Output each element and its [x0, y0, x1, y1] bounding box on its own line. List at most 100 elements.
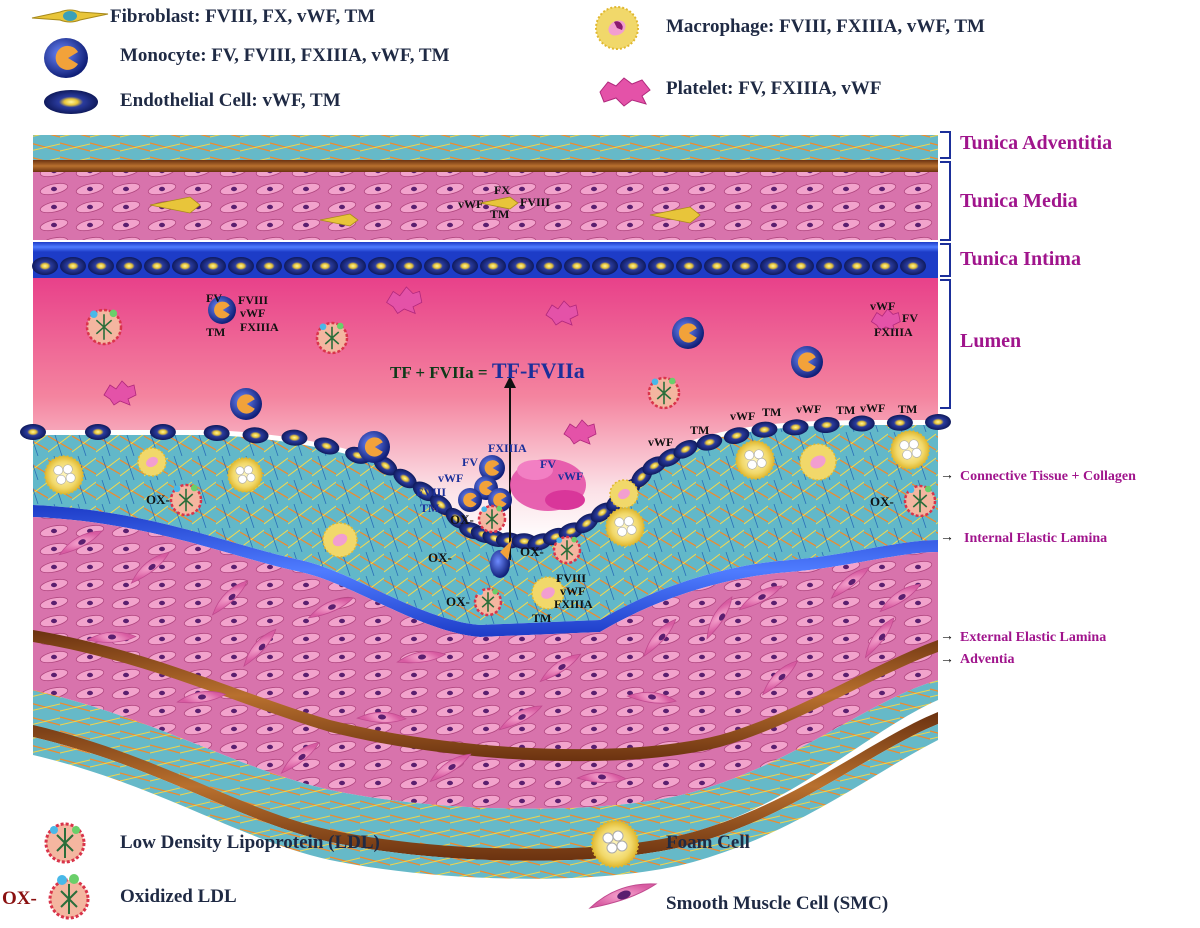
- endothelial-cell: [848, 415, 875, 432]
- endothelial-cell: [281, 429, 308, 446]
- endothelial-cell: [116, 257, 142, 275]
- label-external-elastic-lamina: External Elastic Lamina: [960, 630, 1107, 645]
- macrophage: [137, 447, 167, 477]
- ldl-particle: [169, 483, 203, 517]
- macrophage-icon: [595, 6, 639, 50]
- endo-tm-3: TM: [898, 402, 918, 416]
- endothelial-cell: [813, 416, 840, 434]
- endothelial-cell: [480, 257, 506, 275]
- endo-vwf-1: vWF: [730, 409, 756, 423]
- monocyte: [208, 296, 236, 324]
- ldl-particle: [647, 376, 681, 410]
- macrophage: [799, 443, 837, 481]
- endothelial-cell: [925, 413, 951, 431]
- endo-tm-2: TM: [836, 403, 856, 417]
- smooth-muscle-cell: [280, 741, 320, 774]
- endothelial-cell: [412, 481, 437, 502]
- smooth-muscle-cell: [498, 705, 543, 731]
- label-adventia: Adventia: [960, 652, 1015, 667]
- lumen-monocyte-vwf: vWF: [240, 306, 266, 320]
- plaque-fv-1: FV: [462, 455, 478, 469]
- smooth-muscle-cell: [356, 711, 407, 723]
- endothelial-cell: [429, 494, 453, 516]
- lumen-monocyte-tm: TM: [206, 325, 226, 339]
- legend-platelet: Platelet: FV, FXIIIA, vWF: [666, 78, 881, 100]
- platelet-vwf: vWF: [870, 299, 896, 313]
- plaque-fviii: FVIII: [416, 485, 447, 499]
- endothelial-cell: [314, 437, 340, 455]
- macrophage-fxiiia: FXIIIA: [554, 597, 593, 611]
- platelet: [103, 380, 137, 406]
- macrophage-tm: TM: [532, 611, 552, 625]
- endothelial-cell: [704, 257, 730, 275]
- ldl-icon: [44, 822, 86, 864]
- endo-tm-1: TM: [762, 405, 782, 419]
- legend-monocyte-text: Monocyte: FV, FVIII, FXIIIA, vWF, TM: [120, 45, 450, 66]
- smooth-muscle-cell: [539, 653, 582, 683]
- foam-cell: [735, 440, 775, 480]
- endothelial-cell: [760, 257, 786, 275]
- monocyte: [458, 488, 482, 512]
- smooth-muscle-cell: [307, 597, 354, 619]
- endothelial-cell: [203, 424, 230, 442]
- smooth-muscle-cell: [176, 691, 227, 704]
- endothelial-cell: [242, 427, 269, 444]
- smc-media-layer: [33, 517, 938, 809]
- endothelial-cell: [564, 257, 590, 275]
- endothelial-cell: [620, 257, 646, 275]
- macrophage-vwf: vWF: [560, 584, 586, 598]
- endothelial-cell: [396, 257, 422, 275]
- smooth-muscle-cell: [211, 580, 249, 616]
- endothelial-cell: [256, 257, 282, 275]
- smooth-muscle-cell: [706, 596, 733, 640]
- endothelial-cell: [144, 257, 170, 275]
- media-label-fx: FX: [494, 183, 510, 197]
- endothelial-cell: [673, 440, 698, 459]
- internal-elastic-lamina: [33, 505, 938, 637]
- smooth-muscle-cell: [643, 618, 677, 658]
- smooth-muscle-cell: [626, 691, 677, 704]
- legend-oxidized-ldl: Oxidized LDL: [120, 886, 237, 908]
- plaque-fxiiia: FXIIIA: [488, 441, 527, 455]
- legend-foam-cell: Foam Cell: [666, 832, 750, 854]
- label-lumen: Lumen: [960, 330, 1022, 352]
- smooth-muscle-cell: [830, 566, 870, 599]
- equation-right: TF-FVIIa: [491, 358, 585, 383]
- arrow-iel: →: [940, 530, 954, 545]
- plaque-vwf-2: vWF: [558, 469, 584, 483]
- macrophage: [531, 576, 565, 610]
- endothelial-cell: [816, 257, 842, 275]
- legend-foam-cell-text: Foam Cell: [666, 832, 750, 853]
- ox-label-3: OX-: [428, 550, 452, 565]
- layer-brackets: [940, 131, 951, 409]
- endothelial-cell: [200, 257, 226, 275]
- legend-smc-text: Smooth Muscle Cell (SMC): [666, 893, 889, 914]
- endo-vwf-2: vWF: [796, 402, 822, 416]
- lumen-cells: [44, 286, 937, 783]
- ldl-particle: [477, 504, 507, 534]
- endothelial-cell-icon: [44, 90, 98, 114]
- foam-cell: [890, 430, 930, 470]
- endo-vwf-3: vWF: [860, 401, 886, 415]
- endothelial-cell: [172, 257, 198, 275]
- ldl-particle: [903, 484, 937, 518]
- ox-label-6: OX-: [870, 494, 894, 509]
- label-internal-elastic-lamina: Internal Elastic Lamina: [964, 531, 1108, 546]
- platelet: [870, 308, 901, 332]
- endothelial-cell: [886, 414, 913, 431]
- endothelial-cell: [368, 257, 394, 275]
- platelet: [563, 419, 597, 445]
- lumen-region: [33, 278, 938, 542]
- endothelial-cell: [782, 419, 809, 436]
- legend-endothelial-text: Endothelial Cell: vWF, TM: [120, 90, 341, 111]
- endothelial-cell: [88, 257, 114, 275]
- legend-fibroblast-text: Fibroblast: FVIII, FX, vWF, TM: [110, 6, 376, 27]
- legend-macrophage-text: Macrophage: FVIII, FXIIIA, vWF, TM: [666, 16, 985, 37]
- endothelial-cell: [20, 424, 46, 440]
- lumen-monocyte-fviii: FVIII: [238, 293, 269, 307]
- endothelial-cell: [424, 257, 450, 275]
- endothelial-cell: [393, 468, 417, 489]
- endothelial-cell: [228, 257, 254, 275]
- media-label-vwf: vWF: [458, 197, 484, 211]
- macrophage: [322, 522, 358, 558]
